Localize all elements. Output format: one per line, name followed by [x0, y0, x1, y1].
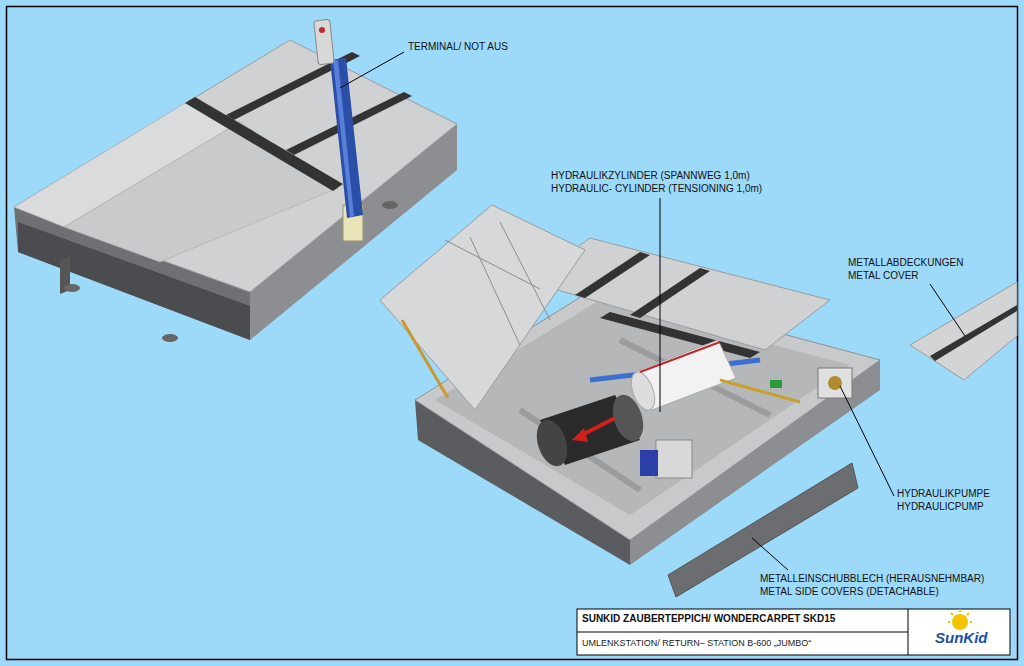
part-label: HYDRAULICPUMP	[897, 501, 984, 513]
terminal-pole	[314, 19, 363, 241]
part-label: HYDRAULIKPUMPE	[897, 488, 990, 500]
title-block	[577, 609, 1010, 655]
drawing-title: SUNKID ZAUBERTEPPICH/ WONDERCARPET SKD15	[582, 613, 835, 625]
leader-lines	[340, 52, 965, 570]
brand-logo: SunKid	[935, 632, 988, 644]
part-label: METALLABDECKUNGEN	[848, 257, 963, 269]
part-label: TERMINAL/ NOT AUS	[408, 41, 508, 53]
metal-cover	[910, 282, 1017, 380]
part-label: METAL SIDE COVERS (DETACHABLE)	[760, 586, 939, 598]
part-label: HYDRAULIC- CYLINDER (TENSIONING 1,0m)	[551, 183, 762, 195]
drawing-subtitle: UMLENKSTATION/ RETURN– STATION B-600 „JU…	[582, 637, 811, 649]
part-label: METAL COVER	[848, 270, 919, 282]
part-label: METALLEINSCHUBBLECH (HERAUSNEHMBAR)	[760, 573, 984, 585]
part-label: HYDRAULIKZYLINDER (SPANNWEG 1,0m)	[551, 170, 750, 182]
frame	[7, 7, 1018, 660]
